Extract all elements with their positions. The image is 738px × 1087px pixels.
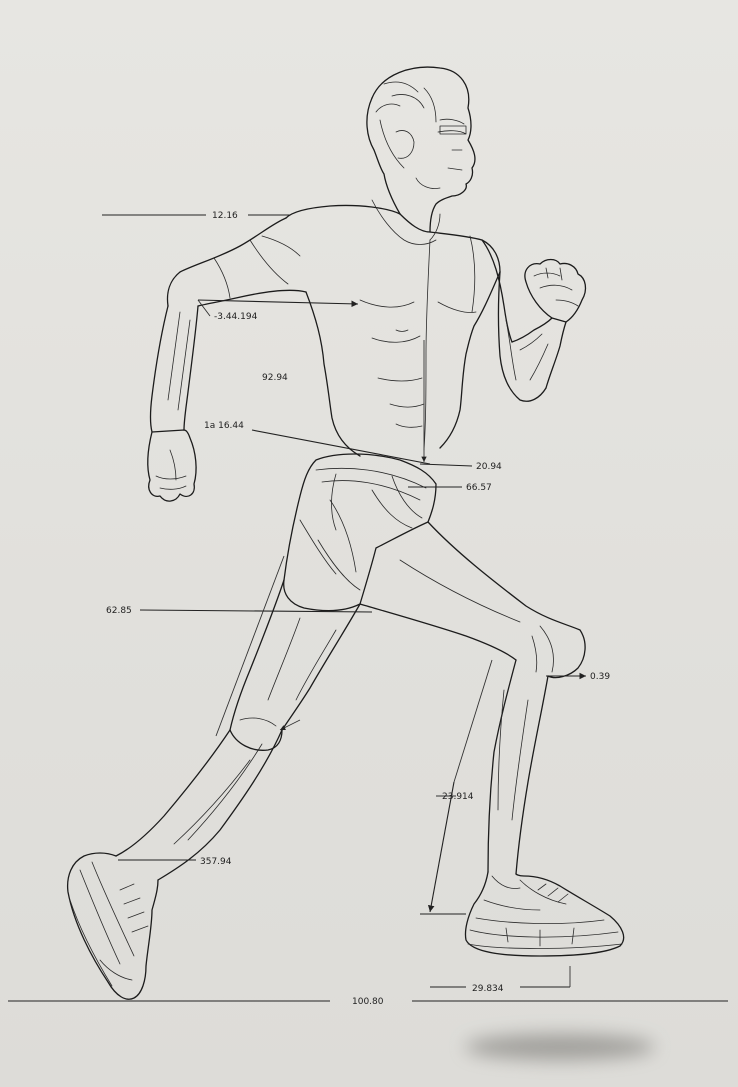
label-357-94: 357.94: [200, 857, 232, 867]
label-62-85: 62.85: [106, 606, 132, 616]
floor-shadow: [465, 1034, 655, 1060]
back-arm-outline: [148, 218, 306, 501]
label-12-16: 12.16: [212, 211, 238, 221]
label-92-94: 92.94: [262, 373, 288, 383]
label-20-94: 20.94: [476, 462, 502, 472]
label-66-57: 66.57: [466, 483, 492, 493]
back-leg-outline: [68, 580, 360, 999]
label-29-834: 29.834: [472, 984, 504, 994]
measurement-labels: 12.16 -3.44.194 92.94 1a 16.44 20.94 66.…: [106, 211, 610, 1007]
label-23-914: 23.914: [442, 792, 474, 802]
shorts-outline: [284, 454, 436, 611]
label-100-80: 100.80: [352, 997, 384, 1007]
front-leg-outline: [360, 522, 624, 956]
label-16-44: 1a 16.44: [204, 421, 244, 431]
label-3-44-194: -3.44.194: [214, 312, 258, 322]
label-0-39: 0.39: [590, 672, 610, 682]
front-arm-outline: [482, 240, 585, 401]
head-outline: [367, 67, 475, 232]
torso-outline: [286, 200, 500, 456]
